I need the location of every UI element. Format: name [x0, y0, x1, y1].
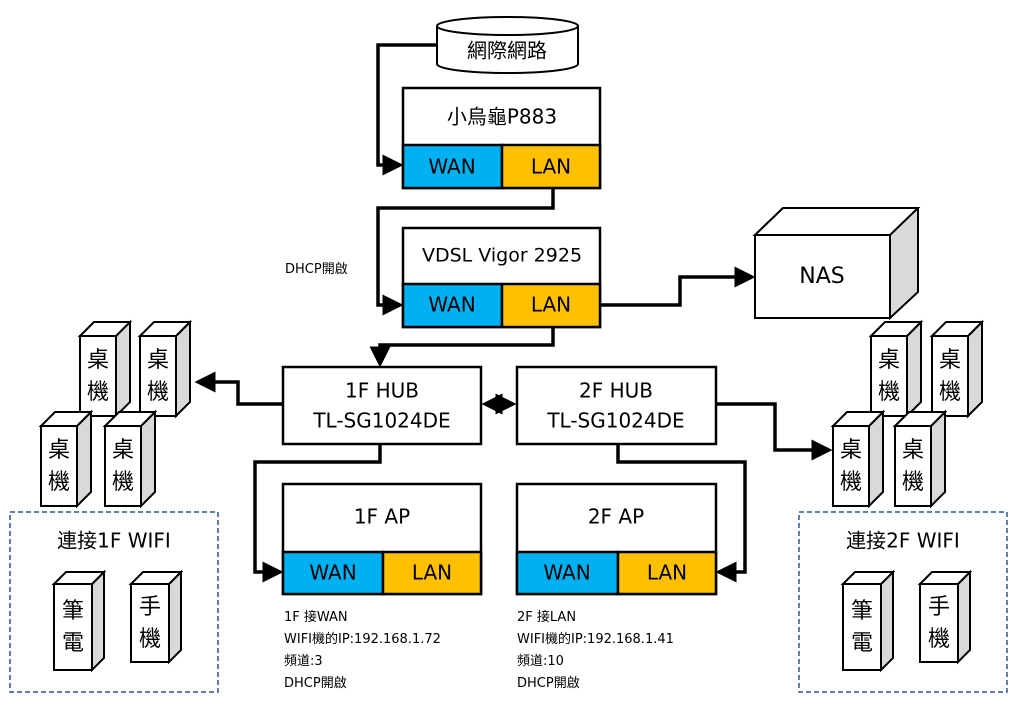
p883-lan-port: [500, 143, 602, 190]
desktop-label: 機: [902, 470, 924, 495]
desktop: 桌機: [892, 409, 948, 509]
laptop-label: 筆: [851, 599, 873, 624]
desktop: 桌機: [830, 409, 886, 509]
hub-2f: 2F HUB TL-SG1024DE: [515, 365, 718, 446]
ap-1f: 1F AP WAN LAN: [281, 482, 483, 596]
ap1-title: 1F AP: [354, 505, 410, 529]
desktop-label: 機: [112, 470, 134, 495]
vigor-dhcp-note: DHCP開啟: [285, 262, 348, 277]
ap2-note: 2F 接LAN: [517, 609, 576, 625]
router-p883: 小烏龜P883 WAN LAN: [401, 86, 602, 190]
phone-label: 機: [139, 627, 161, 652]
vigor-title: VDSL Vigor 2925: [422, 245, 582, 267]
desktop: 桌機: [38, 409, 94, 509]
link-hub1-ap1: [253, 444, 382, 583]
vigor-lan-label: LAN: [531, 293, 571, 317]
hub2-model: TL-SG1024DE: [546, 409, 684, 433]
hub1-name: 1F HUB: [345, 379, 419, 403]
nas-device: NAS: [752, 207, 921, 321]
laptop: 筆電: [840, 569, 896, 673]
link-hub2-desktops: [716, 402, 833, 461]
ap2-note: DHCP開啟: [517, 676, 580, 691]
nas-label: NAS: [799, 264, 844, 289]
wifi-1f-group: 連接1F WIFI: [9, 511, 219, 693]
hub-1f: 1F HUB TL-SG1024DE: [281, 365, 483, 446]
wifi1-title: 連接1F WIFI: [57, 529, 171, 553]
ap1-note: WIFI機的IP:192.168.1.72: [284, 631, 441, 647]
desktop-label: 桌: [902, 438, 924, 463]
desktop-label: 機: [48, 470, 70, 495]
ap2-lan-port: [616, 550, 718, 596]
desktop: 桌機: [137, 319, 193, 419]
internet-label: 網際網路: [467, 39, 547, 63]
link-vigor-hub1: [369, 327, 555, 368]
phone-label: 手: [139, 595, 161, 620]
desktop-label: 桌: [840, 438, 862, 463]
wifi2-title: 連接2F WIFI: [846, 529, 960, 553]
desktop-label: 機: [87, 380, 109, 405]
hub1-model: TL-SG1024DE: [312, 409, 450, 433]
vigor-wan-port: [401, 282, 504, 329]
desktop-label: 機: [840, 470, 862, 495]
phone-label: 機: [928, 627, 950, 652]
ap1-wan-label: WAN: [309, 561, 356, 585]
desktop-label: 桌: [939, 348, 961, 373]
vigor-wan-label: WAN: [428, 293, 475, 317]
ap2-notes: 2F 接LAN WIFI機的IP:192.168.1.41 頻道:10 DHCP…: [517, 609, 674, 691]
ap1-wan-port: [281, 550, 385, 596]
ap2-note: 頻道:10: [517, 654, 564, 669]
ap2-wan-label: WAN: [543, 561, 590, 585]
laptop: 筆電: [51, 569, 107, 673]
phone: 手機: [128, 569, 184, 665]
ap2-title: 2F AP: [588, 505, 644, 529]
ap1-lan-port: [381, 550, 483, 596]
p883-wan-port: [401, 143, 504, 190]
desktop: 桌機: [929, 319, 985, 419]
phone: 手機: [917, 569, 973, 665]
desktop-label: 桌: [48, 438, 70, 463]
link-vigor-nas: [600, 266, 756, 307]
desktop-label: 桌: [147, 348, 169, 373]
desktop-label: 桌: [112, 438, 134, 463]
desktop-label: 機: [147, 380, 169, 405]
ap1-note: 頻道:3: [284, 654, 323, 669]
desktop-label: 桌: [87, 348, 109, 373]
link-hub2-ap2: [616, 444, 747, 583]
ap1-notes: 1F 接WAN WIFI機的IP:192.168.1.72 頻道:3 DHCP開…: [284, 609, 441, 691]
ap1-note: 1F 接WAN: [284, 609, 348, 625]
link-hub1-desktops: [194, 371, 283, 406]
vigor-lan-port: [500, 282, 602, 329]
p883-title: 小烏龜P883: [447, 105, 557, 129]
laptop-label: 筆: [62, 599, 84, 624]
p883-wan-label: WAN: [428, 155, 475, 179]
phone-label: 手: [928, 595, 950, 620]
laptop-label: 電: [851, 631, 873, 656]
ap2-lan-label: LAN: [647, 561, 687, 585]
ap2-note: WIFI機的IP:192.168.1.41: [517, 631, 674, 647]
desktop: 桌機: [102, 409, 158, 509]
laptop-label: 電: [62, 631, 84, 656]
connectors: [194, 43, 833, 583]
link-p883-vigor: [376, 188, 555, 316]
desktop-towers: 桌機 桌機 桌機 桌機 桌機 桌機 桌機 桌機 筆電 手機 筆電 手機: [38, 319, 985, 673]
link-internet-p883: [376, 43, 437, 176]
desktop-label: 機: [939, 380, 961, 405]
desktop-label: 桌: [878, 348, 900, 373]
ap1-note: DHCP開啟: [284, 676, 347, 691]
desktop-label: 機: [878, 380, 900, 405]
router-vigor: VDSL Vigor 2925 WAN LAN: [401, 226, 602, 329]
ap-2f: 2F AP WAN LAN: [515, 482, 718, 596]
wifi-2f-group: 連接2F WIFI: [798, 511, 1008, 693]
desktop: 桌機: [868, 319, 924, 419]
p883-lan-label: LAN: [531, 155, 571, 179]
desktop: 桌機: [77, 319, 133, 419]
ap1-lan-label: LAN: [412, 561, 452, 585]
hub2-name: 2F HUB: [579, 379, 653, 403]
internet-cloud: 網際網路: [436, 16, 579, 74]
